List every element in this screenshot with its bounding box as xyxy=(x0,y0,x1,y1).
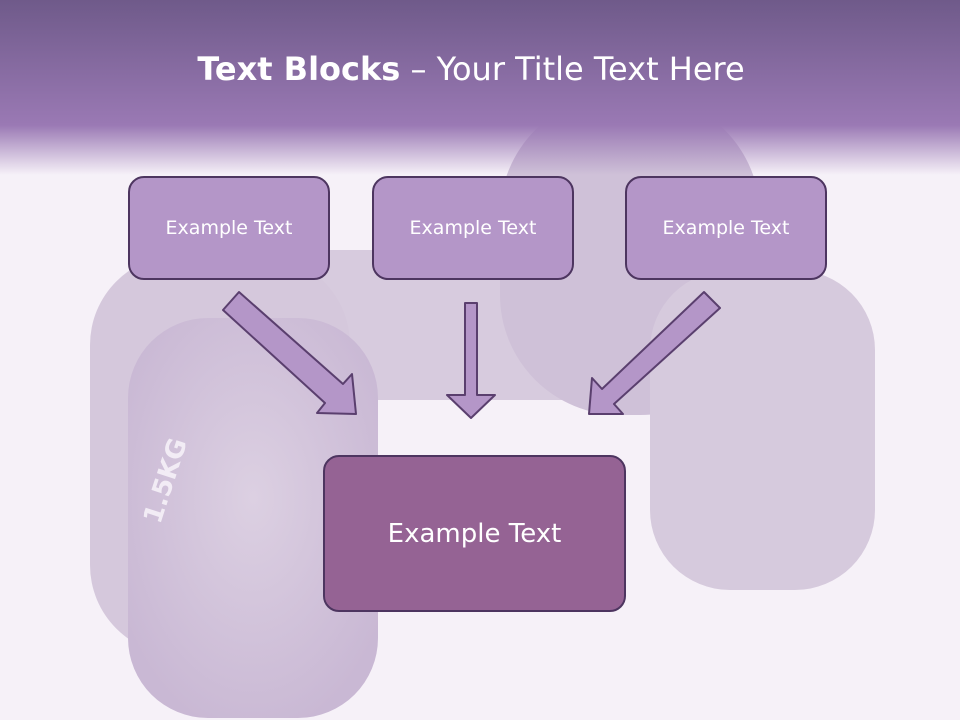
text-block-center[interactable]: Example Text xyxy=(372,176,574,280)
text-block-left[interactable]: Example Text xyxy=(128,176,330,280)
text-block-left-label: Example Text xyxy=(165,217,293,239)
title-header-band xyxy=(0,0,960,175)
text-block-right[interactable]: Example Text xyxy=(625,176,827,280)
arrow-center-down xyxy=(446,302,496,419)
arrow-left-to-center xyxy=(222,291,357,415)
slide-title-rest: Your Title Text Here xyxy=(436,50,745,88)
arrow-right-to-center xyxy=(588,291,721,415)
dumbbell-weight-shape xyxy=(650,270,875,590)
text-block-right-label: Example Text xyxy=(662,217,790,239)
slide-title-dash: – xyxy=(400,50,437,88)
slide-title-bold: Text Blocks xyxy=(197,50,401,88)
text-block-center-label: Example Text xyxy=(409,217,537,239)
text-block-main[interactable]: Example Text xyxy=(323,455,626,612)
dumbbell-weight-shape xyxy=(128,318,378,718)
slide-title: Text Blocks – Your Title Text Here xyxy=(0,50,942,88)
text-block-main-label: Example Text xyxy=(387,518,562,549)
